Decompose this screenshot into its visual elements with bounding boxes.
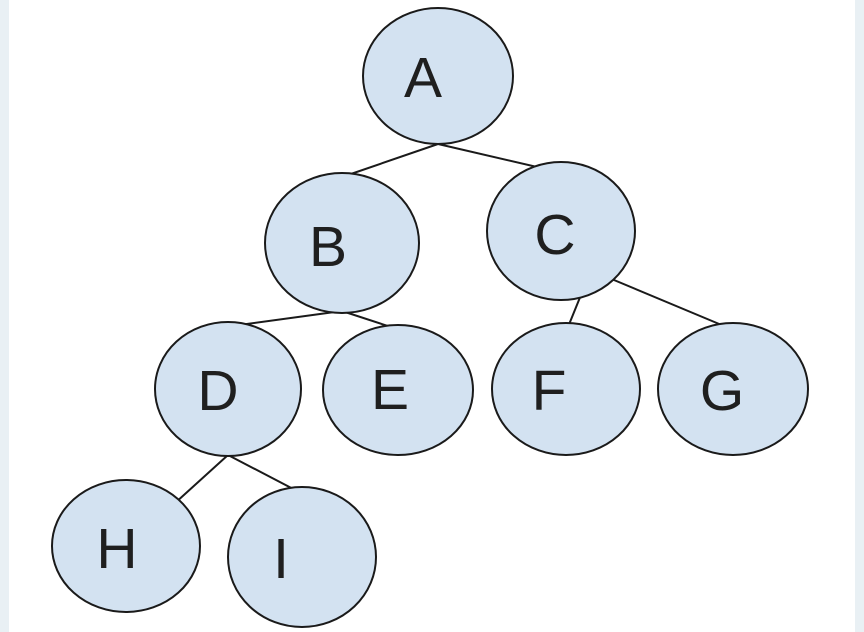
tree-node-A: A [362,7,514,145]
node-label-E: E [371,358,409,422]
page-margin-stripe-left [0,0,9,632]
node-circle-A [362,7,514,145]
node-circle-I [227,486,377,628]
tree-node-I: I [227,486,377,628]
node-circle-B [264,172,420,314]
node-label-G: G [700,359,744,423]
node-circle-D [154,321,302,457]
node-label-H: H [96,517,137,581]
edge-D-I [227,454,300,493]
tree-node-F: F [491,322,641,456]
edge-A-B [344,143,439,177]
node-circle-C [486,161,636,301]
node-circle-F [491,322,641,456]
node-label-A: A [404,46,442,110]
tree-node-B: B [264,172,420,314]
page-margin-stripe-right [855,0,864,632]
node-label-D: D [197,359,238,423]
tree-node-E: E [322,324,474,456]
node-circle-H [51,479,201,613]
node-label-C: C [534,203,575,267]
tree-node-C: C [486,161,636,301]
node-label-B: B [309,215,347,279]
edge-B-D [231,310,343,327]
node-circle-E [322,324,474,456]
node-label-I: I [273,527,289,591]
node-label-F: F [532,359,567,423]
tree-node-G: G [657,322,809,456]
tree-node-H: H [51,479,201,613]
edge-A-C [437,143,551,171]
node-circle-G [657,322,809,456]
tree-node-D: D [154,321,302,457]
